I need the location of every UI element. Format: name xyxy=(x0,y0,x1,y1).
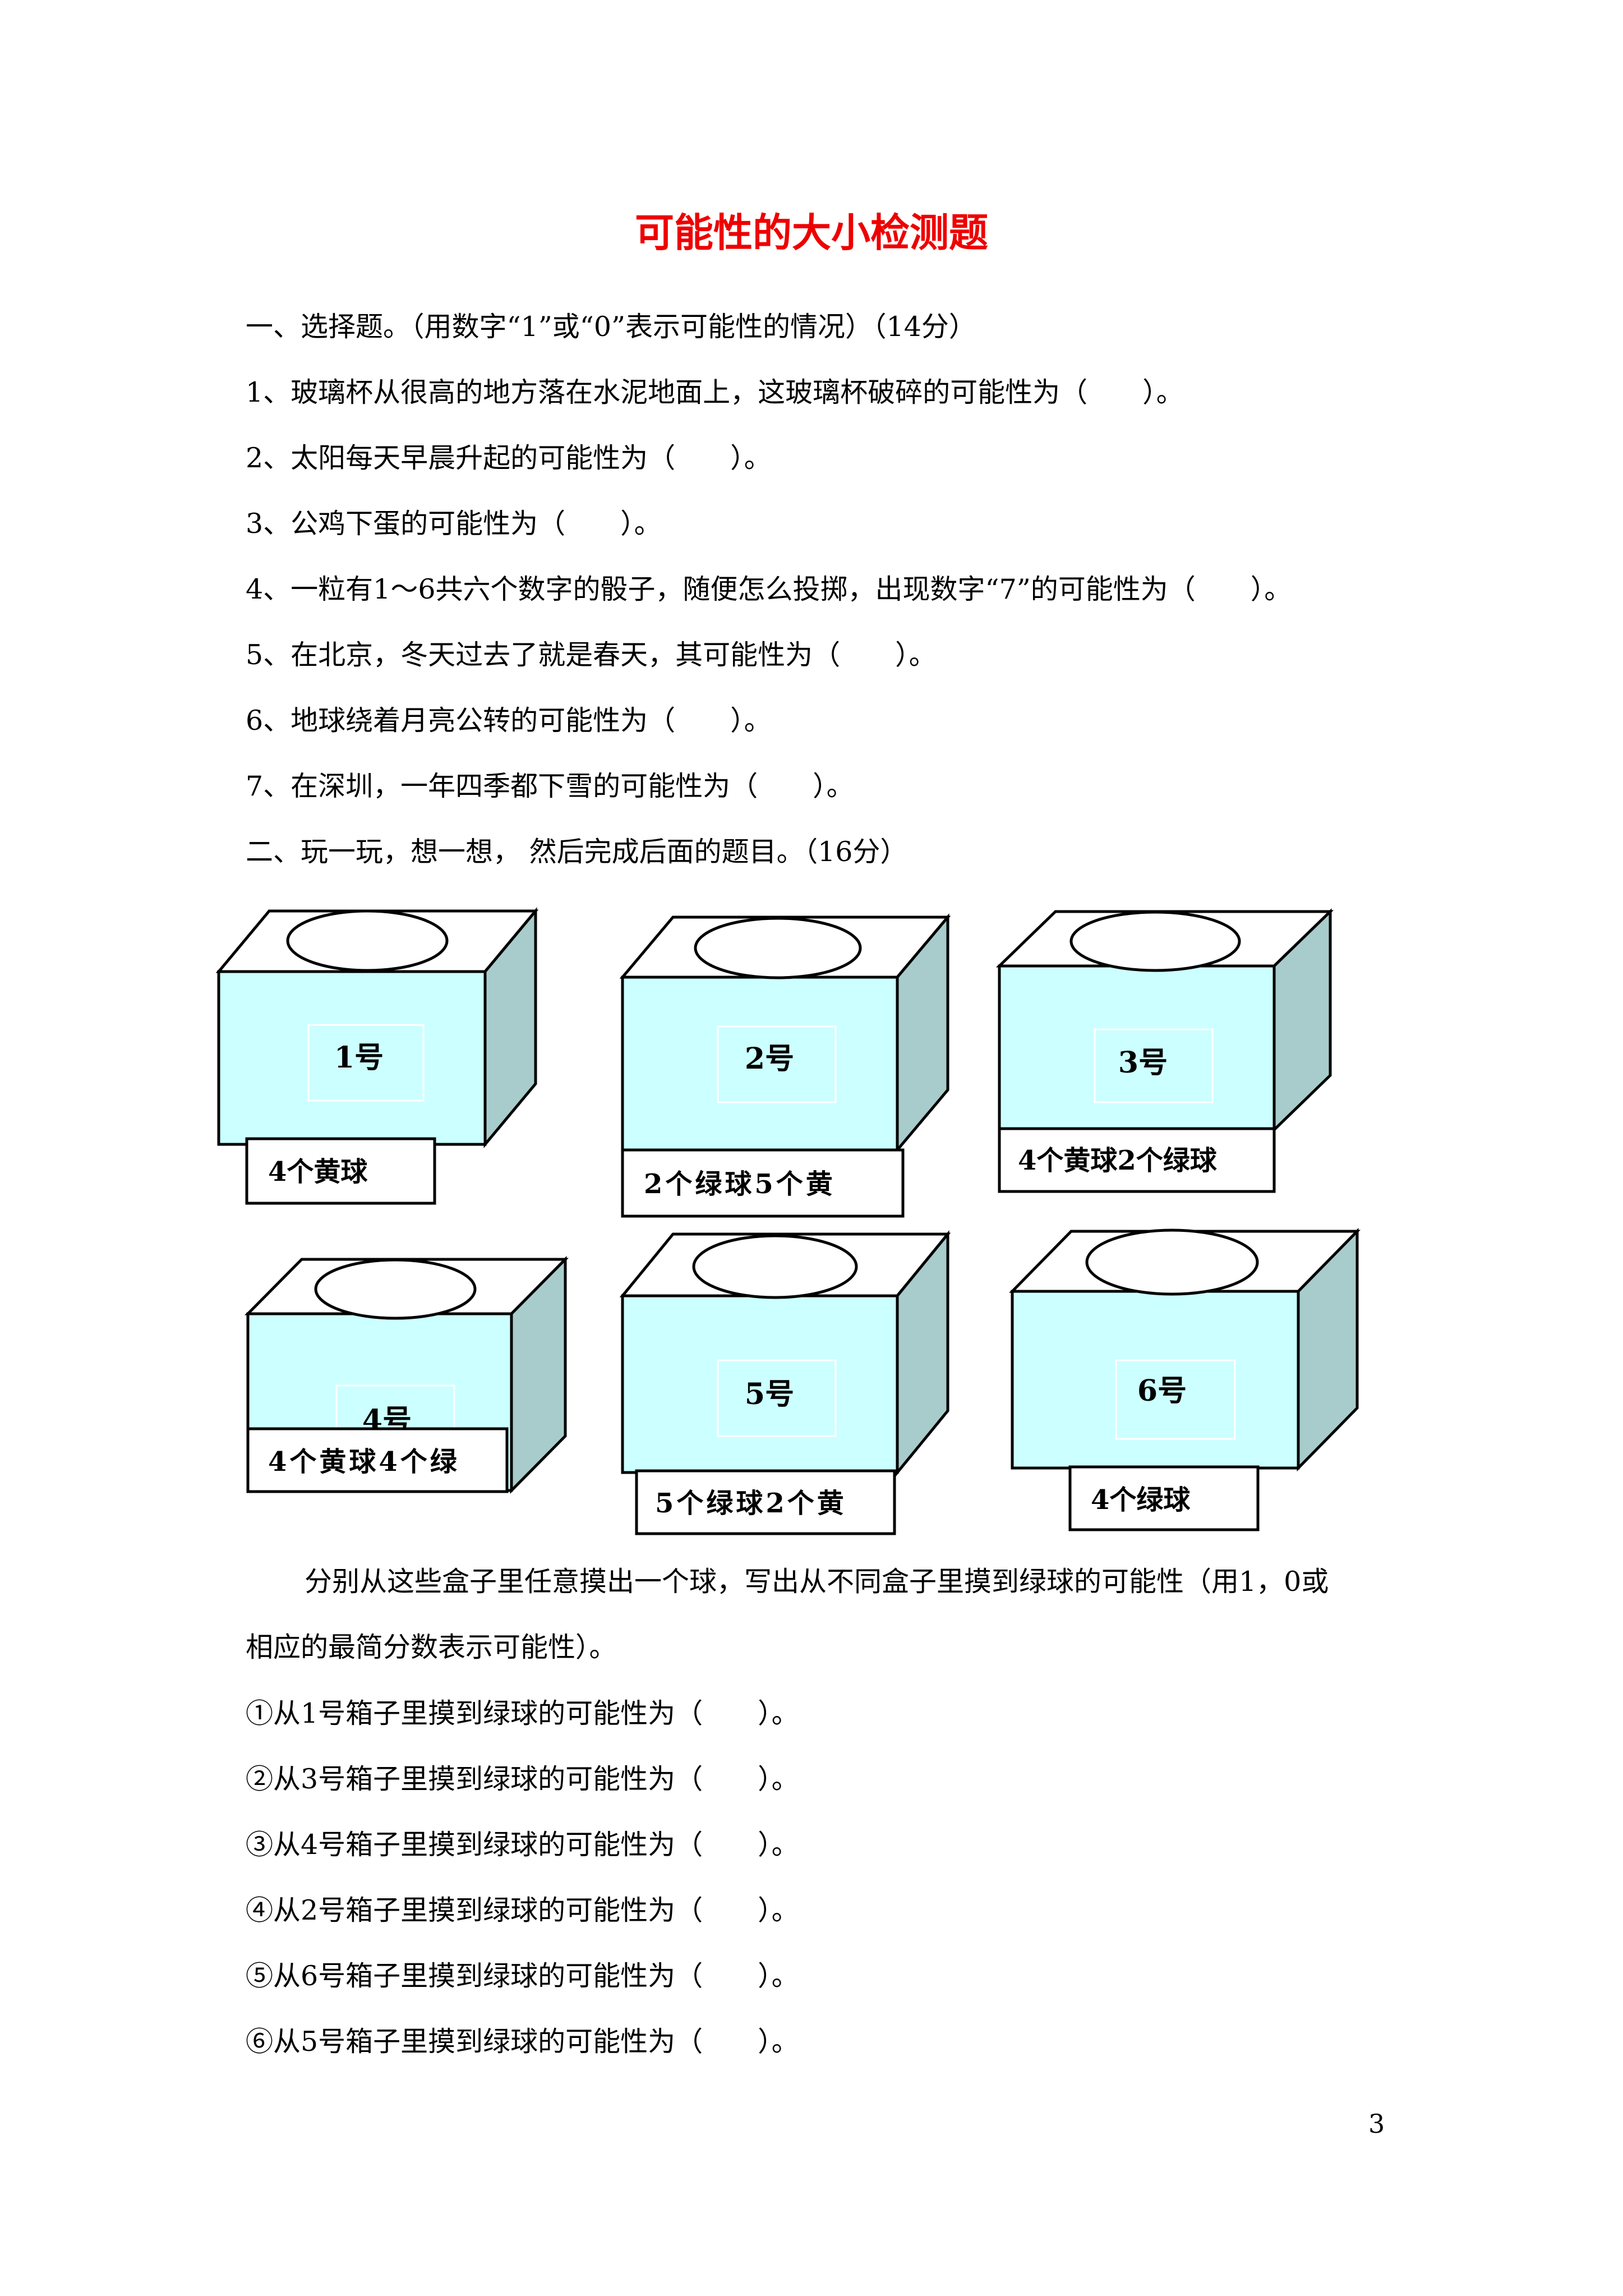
question-4: 4、一粒有1～6共六个数字的骰子，随便怎么投掷，出现数字“7”的可能性为（ ）。 xyxy=(246,573,1292,605)
box-4-label-frame xyxy=(335,1384,455,1432)
question-2: 2、太阳每天早晨升起的可能性为（ ）。 xyxy=(246,442,772,474)
page-number: 3 xyxy=(1368,2109,1385,2139)
question-1: 1、玻璃杯从很高的地方落在水泥地面上，这玻璃杯破碎的可能性为（ ）。 xyxy=(246,376,1184,408)
box-2-side xyxy=(896,913,949,1154)
box-4-hole xyxy=(314,1258,477,1320)
box-3-top xyxy=(995,910,1334,968)
box-2-front xyxy=(621,976,899,1152)
box-2-contents: 2个绿球5个黄 xyxy=(644,1168,836,1200)
question-5: 5、在北京，冬天过去了就是春天，其可能性为（ ）。 xyxy=(246,639,937,671)
section1-heading: 一、选择题。（用数字“1”或“0”表示可能性的情况）（14分） xyxy=(246,311,976,343)
box-2-label-frame xyxy=(717,1025,837,1103)
box-5-top xyxy=(619,1232,951,1297)
box-3-contents-box xyxy=(998,1127,1276,1193)
box-4-label: 4号 xyxy=(362,1404,412,1438)
box-5-side xyxy=(896,1230,949,1477)
box-1-label: 1号 xyxy=(334,1041,384,1075)
box-5-label: 5号 xyxy=(745,1377,794,1411)
box-6-top xyxy=(1009,1230,1361,1293)
box-2-top xyxy=(619,915,951,979)
box-2-hole xyxy=(694,917,862,979)
box-4-contents: 4个黄球4个绿 xyxy=(268,1446,460,1478)
question-7: 7、在深圳，一年四季都下雪的可能性为（ ）。 xyxy=(246,770,854,802)
box-6-side xyxy=(1297,1227,1359,1472)
box-6-front xyxy=(1011,1290,1300,1470)
box-4: 4号 4个黄球4个绿 xyxy=(245,1255,569,1494)
box-5-label-frame xyxy=(717,1359,837,1437)
box-6-label: 6号 xyxy=(1137,1374,1187,1408)
box-3-label: 3号 xyxy=(1118,1046,1168,1080)
box-question-3: ③从4号箱子里摸到绿球的可能性为（ ）。 xyxy=(246,1829,799,1861)
box-3-label-frame xyxy=(1094,1028,1214,1103)
box-6-hole xyxy=(1085,1228,1259,1296)
box-1-contents: 4个黄球 xyxy=(268,1156,368,1188)
box-2-label: 2号 xyxy=(745,1042,794,1076)
box-6: 6号 4个绿球 xyxy=(1009,1227,1361,1531)
box-5: 5号 5个绿球2个黄 xyxy=(619,1230,951,1535)
box-question-1: ①从1号箱子里摸到绿球的可能性为（ ）。 xyxy=(246,1697,799,1729)
box-2: 2号 2个绿球5个黄 xyxy=(619,913,951,1218)
box-1: 1号 4个黄球 xyxy=(215,907,539,1205)
instruction-line-2: 相应的最简分数表示可能性）。 xyxy=(246,1631,617,1663)
page-title: 可能性的大小检测题 xyxy=(635,209,988,256)
box-1-side xyxy=(483,907,537,1148)
box-1-front xyxy=(217,970,487,1146)
box-5-contents: 5个绿球2个黄 xyxy=(655,1488,847,1519)
section2-heading: 二、玩一玩，想一想， 然后完成后面的题目。（16分） xyxy=(246,836,908,868)
box-6-contents-box xyxy=(1068,1465,1260,1531)
box-4-front xyxy=(246,1312,513,1492)
box-3-front xyxy=(998,964,1276,1131)
box-3-contents: 4个黄球2个绿球 xyxy=(1018,1145,1218,1176)
instruction-line-1: 分别从这些盒子里任意摸出一个球，写出从不同盒子里摸到绿球的可能性（用1，0或 xyxy=(305,1566,1329,1598)
box-1-label-frame xyxy=(307,1024,425,1102)
box-5-hole xyxy=(692,1234,858,1299)
box-3-side xyxy=(1272,908,1332,1133)
box-4-side xyxy=(510,1255,567,1494)
box-3: 3号 4个黄球2个绿球 xyxy=(995,908,1334,1193)
box-1-contents-box xyxy=(245,1137,436,1205)
box-2-contents-box xyxy=(621,1148,905,1218)
box-question-6: ⑥从5号箱子里摸到绿球的可能性为（ ）。 xyxy=(246,2026,799,2058)
box-5-contents-box xyxy=(635,1469,896,1535)
box-5-front xyxy=(621,1294,899,1474)
box-1-top xyxy=(215,909,539,973)
box-3-hole xyxy=(1069,910,1241,972)
box-question-5: ⑤从6号箱子里摸到绿球的可能性为（ ）。 xyxy=(246,1960,799,1992)
box-4-contents-box xyxy=(246,1427,509,1493)
question-3: 3、公鸡下蛋的可能性为（ ）。 xyxy=(246,508,662,540)
box-question-4: ④从2号箱子里摸到绿球的可能性为（ ）。 xyxy=(246,1894,799,1926)
box-4-top xyxy=(245,1258,569,1315)
box-1-hole xyxy=(286,909,449,972)
box-6-contents: 4个绿球 xyxy=(1091,1484,1191,1516)
box-6-label-frame xyxy=(1115,1359,1236,1440)
question-6: 6、地球绕着月亮公转的可能性为（ ）。 xyxy=(246,705,772,737)
box-question-2: ②从3号箱子里摸到绿球的可能性为（ ）。 xyxy=(246,1763,799,1795)
